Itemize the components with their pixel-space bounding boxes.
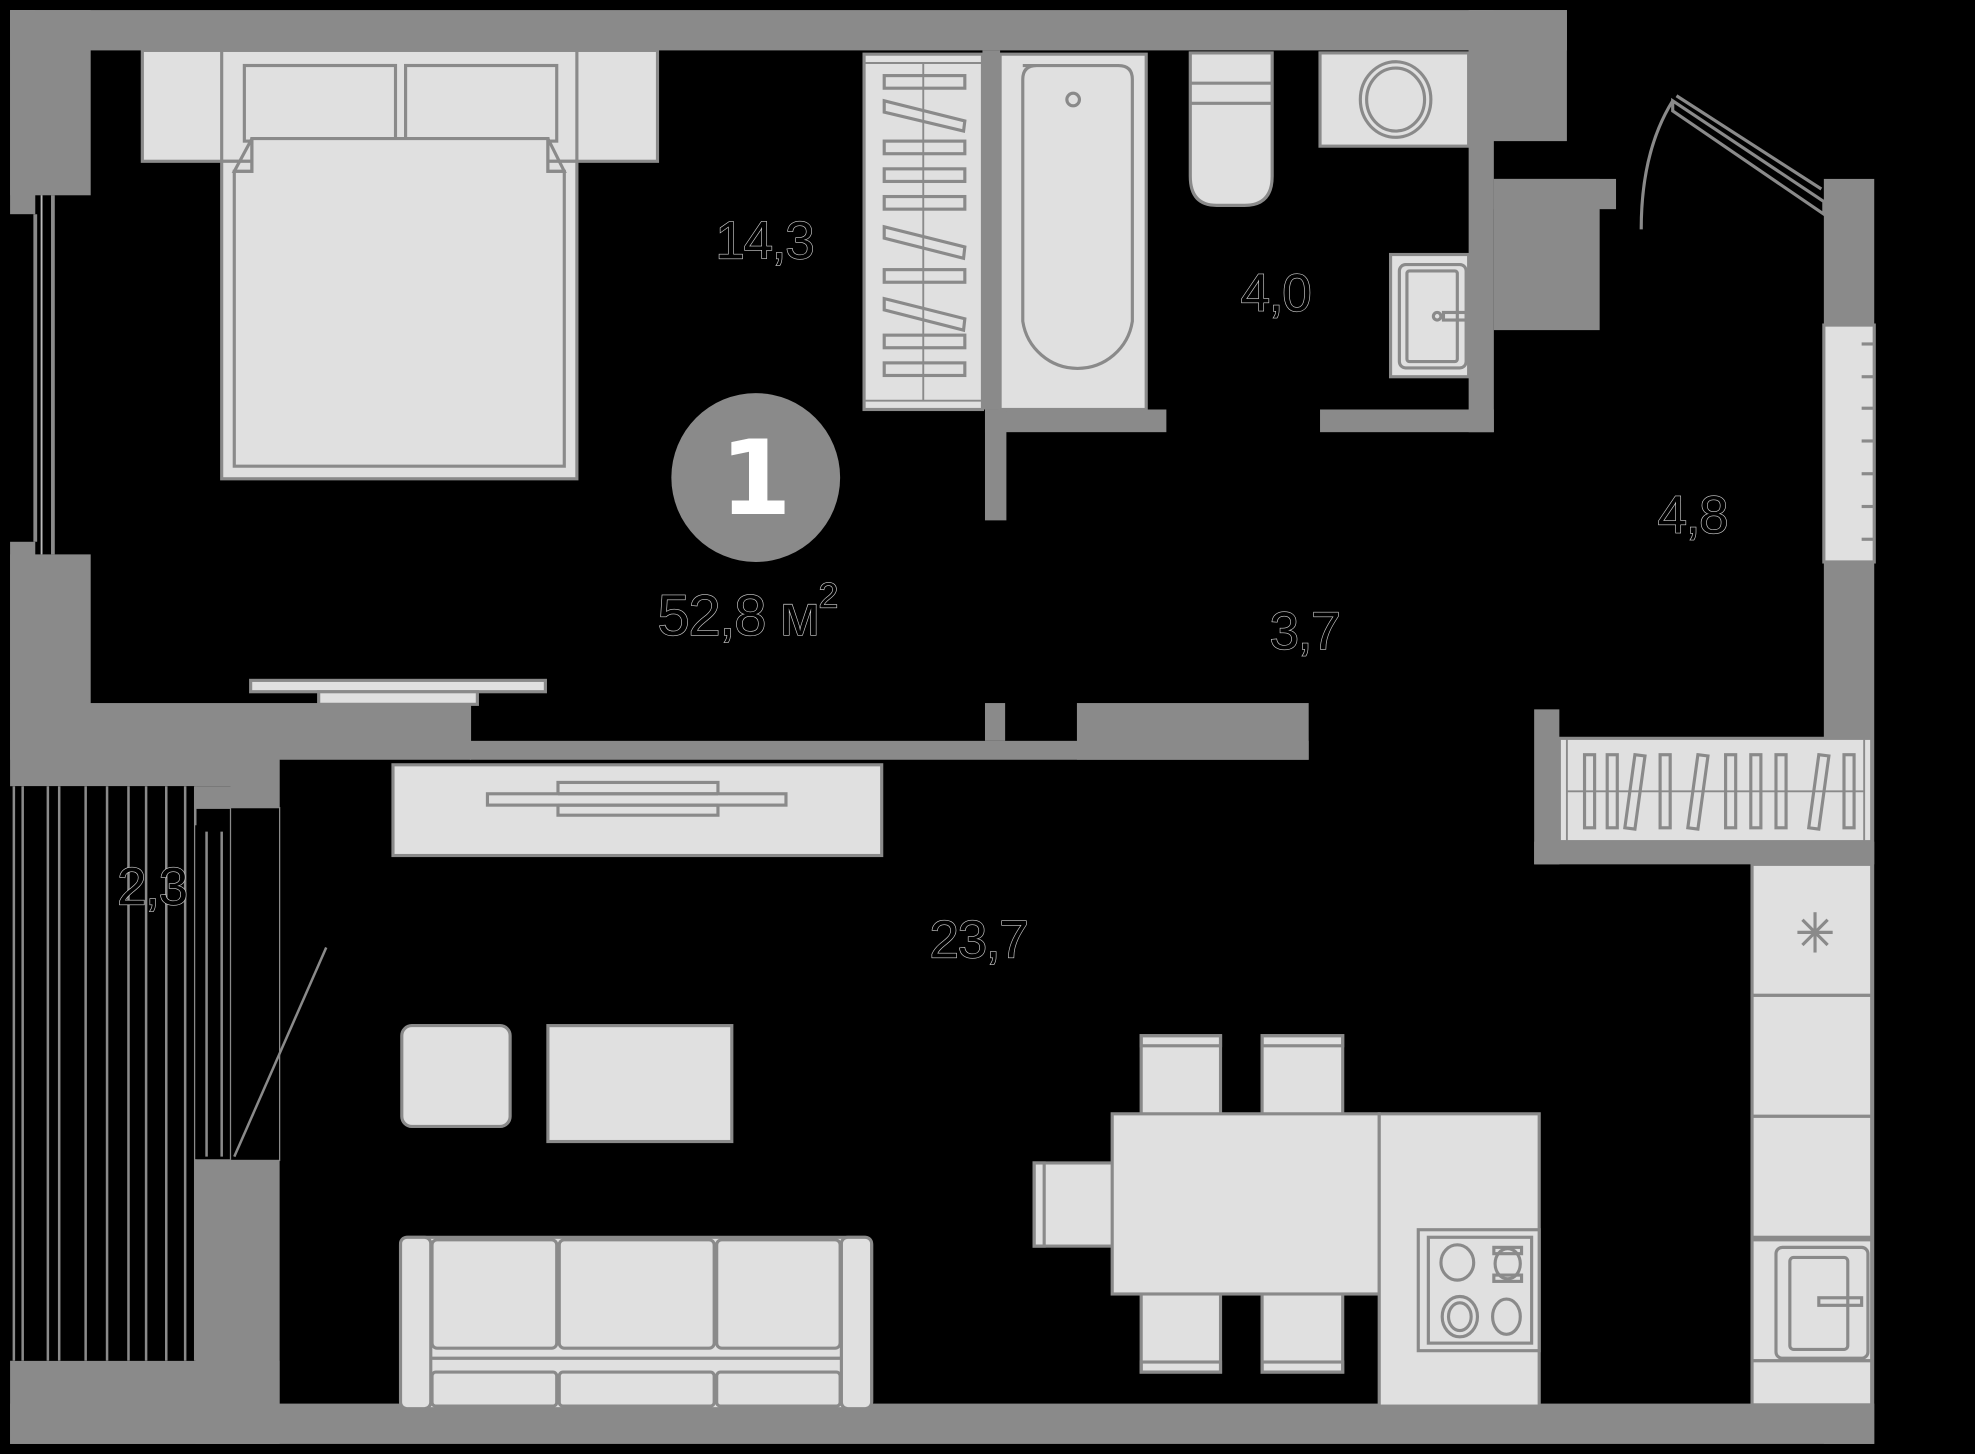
balcony-glazing [12, 786, 281, 1361]
bed-icon [140, 48, 660, 481]
dining-set-icon [1032, 1034, 1381, 1374]
kitchen-counter [1750, 862, 1874, 1407]
total-area-value: 52,8 м [657, 584, 818, 648]
room-area-bathroom: 4,0 [1241, 264, 1311, 323]
room-area-hallway: 4,8 [1658, 486, 1728, 545]
kitchen-sink-icon [1774, 1245, 1870, 1360]
apartment-number: 1 [720, 419, 792, 539]
badge-circle [671, 393, 841, 562]
wardrobe-hallway-icon [1557, 736, 1874, 844]
tv-stand-bedroom [249, 678, 547, 706]
coffee-table-icon [546, 1024, 734, 1144]
fridge-icon [1797, 912, 1833, 953]
tv-console-icon [391, 763, 884, 858]
apartment-badge: 1 [671, 393, 841, 562]
balcony-door-icon [233, 946, 328, 1158]
bedroom-window [33, 195, 55, 555]
coat-rack-icon [1822, 323, 1876, 564]
toilet-icon [1188, 51, 1274, 207]
washing-machine-icon [1318, 51, 1471, 148]
room-area-living-kitchen: 23,7 [930, 911, 1028, 970]
sofa-icon [398, 1235, 874, 1411]
bathroom-sink-icon [1388, 252, 1471, 379]
total-area: 52,8 м2 [657, 576, 836, 648]
room-area-balcony: 2,3 [117, 858, 187, 917]
cooktop-icon [1416, 1228, 1541, 1353]
wardrobe-bedroom-icon [862, 52, 985, 412]
room-area-corridor: 3,7 [1270, 602, 1340, 661]
total-area-superscript: 2 [819, 576, 837, 615]
entrance-door-icon [1639, 94, 1826, 230]
room-area-bedroom: 14,3 [715, 211, 813, 270]
armchair-icon [400, 1024, 512, 1128]
bathtub-icon [998, 52, 1148, 412]
